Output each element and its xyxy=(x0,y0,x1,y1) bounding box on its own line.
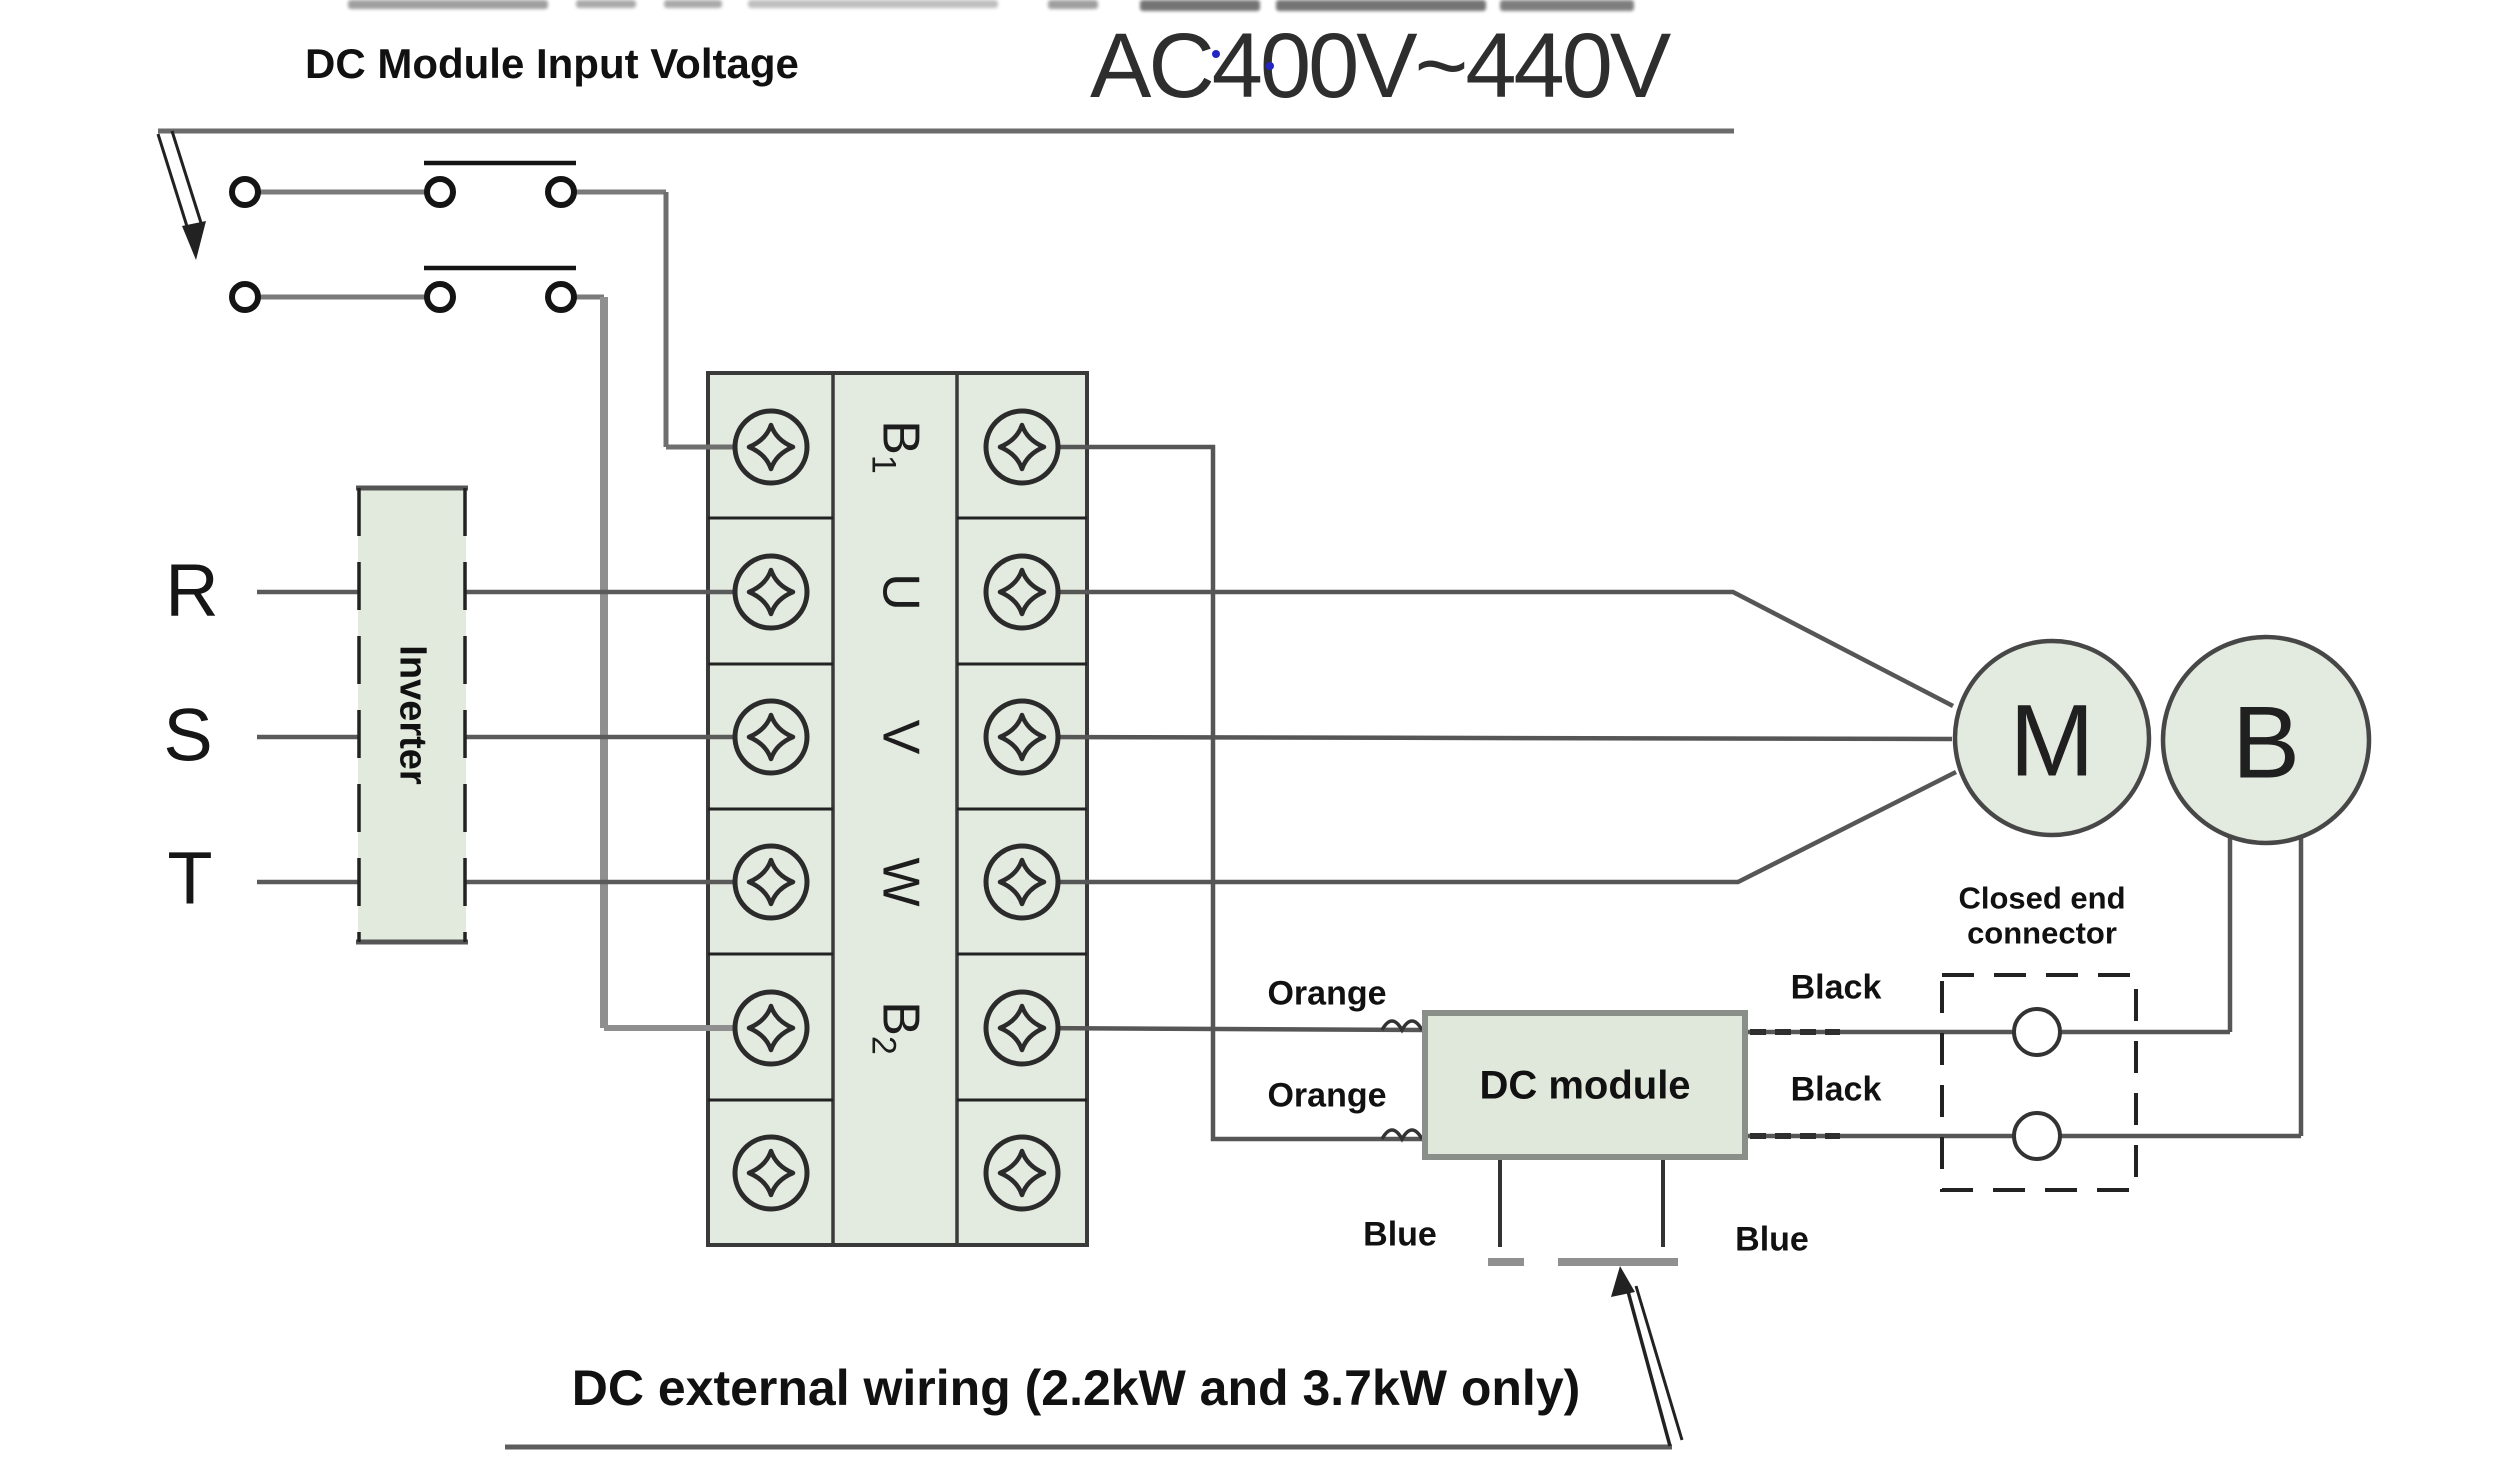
switch-pole-2 xyxy=(229,265,608,1028)
caption-arrow xyxy=(1611,1266,1684,1447)
closed-end-connector xyxy=(1940,973,2138,1192)
cropped-text-artifact xyxy=(1500,0,1634,11)
switch-pole-1 xyxy=(229,160,669,447)
cropped-text-artifact xyxy=(576,0,636,8)
terminal-strip-label-b1: B1 xyxy=(864,420,930,474)
ac-voltage-range-title: AC400V~440V xyxy=(1090,15,1671,117)
motor-circle xyxy=(1952,638,2152,838)
wire-b1-to-module xyxy=(1022,444,1425,1142)
diagram-caption: DC external wiring (2.2kW and 3.7kW only… xyxy=(571,1360,1581,1416)
wire-u-to-motor xyxy=(1022,589,1955,708)
cropped-text-artifact xyxy=(348,0,548,9)
crimp-mark xyxy=(1380,1128,1424,1143)
terminal-strip-label-w: W xyxy=(871,857,930,907)
terminal-label-r: R xyxy=(165,548,219,632)
dc-module-box xyxy=(1422,1010,1748,1160)
terminal-strip-label-b2: B2 xyxy=(864,1001,930,1055)
wire-b2-to-module xyxy=(1021,1025,1426,1033)
scan-dot-artifact xyxy=(1266,62,1274,70)
terminal-label-t: T xyxy=(167,836,213,920)
motor-label: M xyxy=(2009,683,2095,798)
inverter-box xyxy=(356,485,468,945)
brake-label: B xyxy=(2231,685,2301,800)
wire-label-black-top: Black xyxy=(1790,968,1882,1007)
cropped-text-artifact xyxy=(1140,0,1260,11)
wire-label-orange-top: Orange xyxy=(1267,974,1387,1013)
terminal-strip-label-u: U xyxy=(871,573,930,611)
terminal-strip-label-v: V xyxy=(871,719,930,755)
dc-input-arrow xyxy=(156,130,206,260)
wire-label-blue-right: Blue xyxy=(1735,1220,1809,1259)
terminal-block xyxy=(706,371,1089,1247)
cropped-text-artifact xyxy=(748,0,998,8)
cropped-text-artifact xyxy=(664,0,722,8)
wire-w-to-motor xyxy=(1022,769,1958,885)
cropped-text-artifact xyxy=(1276,0,1486,11)
closed-end-connector-label-line1: Closed end xyxy=(1958,880,2126,916)
closed-end-connector-label-line2: connector xyxy=(1967,915,2117,951)
scan-dot-artifact xyxy=(1212,50,1220,58)
wire-label-blue-left: Blue xyxy=(1363,1215,1437,1254)
wire-v-to-motor xyxy=(1021,734,1953,742)
wire-label-black-bottom: Black xyxy=(1790,1070,1882,1109)
wire-label-orange-bottom: Orange xyxy=(1267,1076,1387,1115)
terminal-label-s: S xyxy=(163,693,213,777)
inverter-label: Inverter xyxy=(391,645,434,785)
wires xyxy=(257,444,2304,1247)
brake-circle xyxy=(2160,634,2372,846)
cropped-text-artifact xyxy=(1048,0,1098,9)
dc-module-label: DC module xyxy=(1479,1063,1691,1108)
dc-input-voltage-title: DC Module Input Voltage xyxy=(305,40,799,87)
crimp-mark xyxy=(1380,1019,1424,1034)
